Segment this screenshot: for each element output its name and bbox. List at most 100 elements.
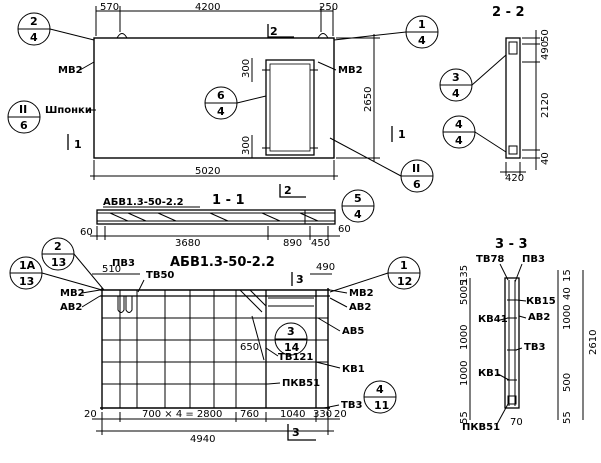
dim-20-right: 20	[334, 409, 347, 420]
dim-40-r: 40	[562, 287, 573, 300]
dim-3680: 3680	[175, 238, 200, 249]
callout-2-4: 2 4	[17, 12, 95, 46]
svg-text:4: 4	[455, 118, 463, 131]
callout-4-11: 4 11	[363, 380, 397, 414]
section-2-2-title: 2 - 2	[492, 5, 525, 20]
label-tb3-frame: ТВ3	[341, 400, 362, 411]
svg-text:6: 6	[20, 119, 28, 132]
dim-5020: 5020	[195, 166, 220, 177]
panel-plan: 570 4200 250 300 300 2650 5020 МВ2 МВ2	[7, 2, 439, 198]
svg-text:1A: 1A	[19, 259, 36, 272]
dim-1000-a: 1000	[459, 325, 470, 350]
panel-opening	[265, 59, 315, 156]
label-ab2-s33: АВ2	[528, 312, 550, 323]
svg-text:14: 14	[284, 341, 300, 354]
dim-890: 890	[283, 238, 302, 249]
dim-60-right: 60	[338, 224, 351, 235]
svg-text:6: 6	[217, 89, 225, 102]
dim-650: 650	[240, 342, 259, 353]
label-pkb51-s33: ПКВ51	[462, 422, 500, 433]
dim-330: 330	[313, 409, 332, 420]
dim-135: 135	[459, 265, 470, 284]
svg-text:4: 4	[418, 34, 426, 47]
dim-1000-r: 1000	[562, 305, 573, 330]
dim-1040: 1040	[280, 409, 305, 420]
svg-text:2: 2	[30, 15, 38, 28]
section-1-1-label: АБВ1.3-50-2.2	[103, 197, 184, 208]
dim-5005: 5005	[459, 280, 470, 305]
svg-text:4: 4	[376, 383, 384, 396]
section-mark-2-bottom: 2	[284, 184, 292, 197]
svg-text:12: 12	[397, 275, 412, 288]
dim-15: 15	[562, 269, 573, 282]
callout-II-6-left: II 6	[7, 100, 41, 134]
svg-text:4: 4	[452, 87, 460, 100]
lifting-loop-left	[116, 33, 128, 39]
label-shponki: Шпонки	[45, 105, 92, 116]
dim-450: 450	[311, 238, 330, 249]
label-ab5: АВ5	[342, 326, 364, 337]
callout-1-12: 1 12	[329, 256, 421, 293]
section-mark-3-bottom: 3	[292, 426, 300, 439]
svg-text:11: 11	[374, 399, 389, 412]
label-ab2-frame-right: АВ2	[349, 302, 371, 313]
svg-text:4: 4	[354, 208, 362, 221]
svg-text:2: 2	[54, 240, 62, 253]
label-pv3-s33: ПВ3	[522, 254, 545, 265]
svg-text:13: 13	[51, 256, 66, 269]
callout-5-4: 5 4	[341, 189, 375, 223]
svg-text:1: 1	[418, 18, 426, 31]
section-1-1: 1 - 1 АБВ1.3-50-2.2 5 4 60 3680 890 450 …	[80, 189, 375, 249]
svg-text:II: II	[412, 162, 420, 175]
svg-text:13: 13	[19, 275, 34, 288]
label-tv50: ТВ50	[146, 270, 174, 281]
svg-text:3: 3	[452, 71, 460, 84]
dim-70: 70	[510, 417, 523, 428]
svg-text:II: II	[19, 103, 27, 116]
dim-420: 420	[505, 173, 524, 184]
section-3-3: 3 - 3 5005 135 1000 1000 55 15 40 1000 2…	[459, 237, 599, 433]
callout-3-4: 3 4	[439, 54, 507, 102]
dim-570: 570	[100, 2, 119, 13]
svg-text:4: 4	[217, 105, 225, 118]
svg-text:4: 4	[455, 134, 463, 147]
section-1-1-title: 1 - 1	[212, 193, 245, 208]
label-mb2-left: МВ2	[58, 65, 83, 76]
label-kb15: КВ15	[526, 296, 556, 307]
callout-1A-13: 1A 13	[9, 256, 103, 291]
dim-4200: 4200	[195, 2, 220, 13]
label-kb1-s33: КВ1	[478, 368, 501, 379]
dim-500: 500	[562, 373, 573, 392]
dim-2610: 2610	[588, 330, 599, 355]
dim-760: 760	[240, 409, 259, 420]
label-pv3: ПВ3	[112, 258, 135, 269]
dim-300-bottom: 300	[241, 136, 252, 155]
section-3-3-title: 3 - 3	[495, 237, 528, 252]
label-mb2-frame-left: МВ2	[60, 288, 85, 299]
dim-2650: 2650	[363, 87, 374, 112]
dim-60-left: 60	[80, 227, 93, 238]
dim-20-left: 20	[84, 409, 97, 420]
lifting-loop-right	[317, 33, 329, 39]
dim-40: 40	[540, 152, 551, 165]
label-mb2-right: МВ2	[338, 65, 363, 76]
label-ab2-frame-left: АВ2	[60, 302, 82, 313]
label-tb121: ТВ121	[278, 352, 313, 363]
section-mark-1-right: 1	[398, 128, 406, 141]
svg-text:1: 1	[400, 259, 408, 272]
dim-510: 510	[102, 264, 121, 275]
callout-6-4: 6 4	[204, 86, 267, 120]
label-kb41: КВ41	[478, 314, 508, 325]
dim-55-right: 55	[562, 411, 573, 424]
label-mb2-frame-right: МВ2	[349, 288, 374, 299]
dim-1000-b: 1000	[459, 361, 470, 386]
callout-1-4: 1 4	[333, 15, 439, 49]
panel-outline	[93, 37, 335, 159]
label-tb3-s33: ТВ3	[524, 342, 545, 353]
dim-250: 250	[319, 2, 338, 13]
label-kb1: КВ1	[342, 364, 365, 375]
svg-text:5: 5	[354, 192, 362, 205]
dim-490-frame: 490	[316, 262, 335, 273]
dim-2120: 2120	[540, 93, 551, 118]
